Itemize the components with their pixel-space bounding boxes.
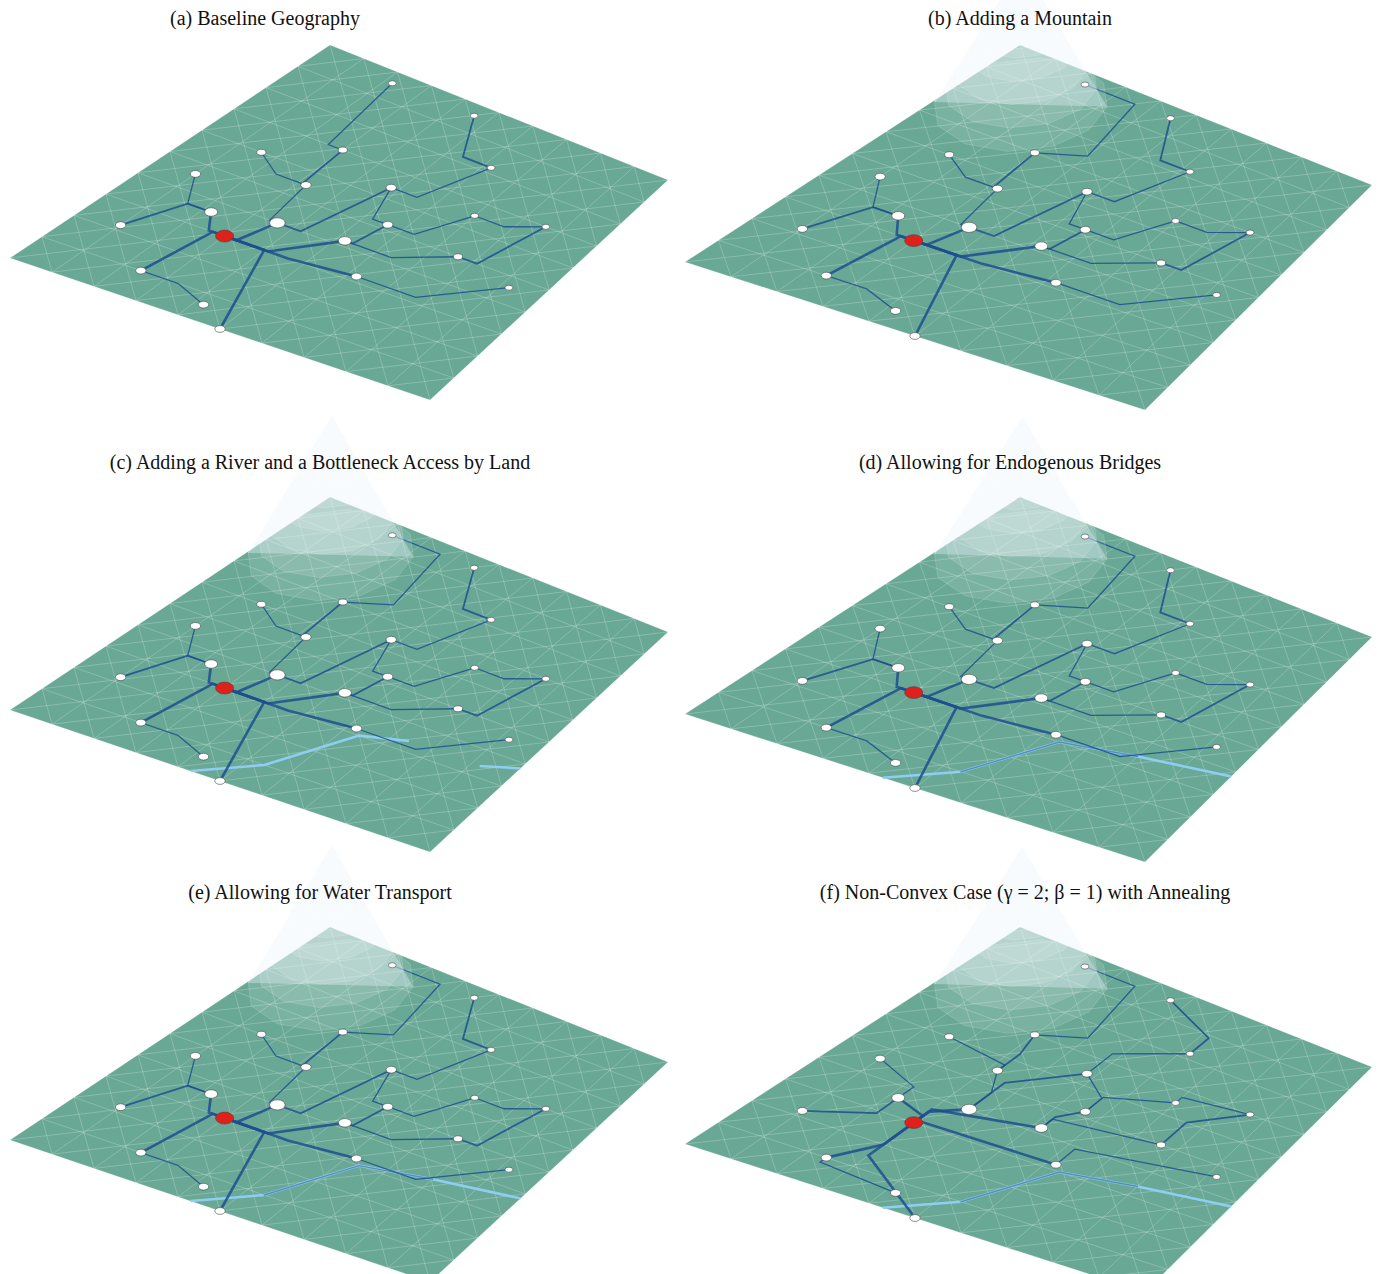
mountain xyxy=(934,847,1107,1034)
panel-figure xyxy=(685,417,1372,862)
panel-figure xyxy=(685,0,1372,410)
grid-mesh xyxy=(10,45,668,400)
panel-title: (d) Allowing for Endogenous Bridges xyxy=(859,450,1161,474)
mountain xyxy=(248,845,413,1031)
city-nodes xyxy=(797,82,1254,339)
transport-network xyxy=(121,83,546,329)
panel-figure xyxy=(10,845,668,1274)
river xyxy=(191,1166,521,1201)
mountain xyxy=(248,415,413,601)
city-nodes xyxy=(115,963,549,1215)
terrain-plane xyxy=(10,45,668,400)
panel-figure xyxy=(685,847,1372,1274)
city-nodes xyxy=(797,964,1254,1221)
river xyxy=(883,1172,1231,1208)
mountain xyxy=(934,417,1107,604)
panel-title: (b) Adding a Mountain xyxy=(928,6,1112,30)
city-nodes xyxy=(797,534,1254,791)
panel-figure xyxy=(10,45,668,400)
panel-title: (c) Adding a River and a Bottleneck Acce… xyxy=(110,450,530,474)
panel-title: (f) Non-Convex Case (γ = 2; β = 1) with … xyxy=(820,880,1230,904)
city-nodes xyxy=(115,533,549,785)
panel-figure xyxy=(10,415,668,852)
river xyxy=(480,766,521,768)
panel-title: (e) Allowing for Water Transport xyxy=(188,880,452,904)
river xyxy=(191,736,409,771)
panel-title: (a) Baseline Geography xyxy=(170,6,360,30)
city-nodes xyxy=(115,81,549,333)
